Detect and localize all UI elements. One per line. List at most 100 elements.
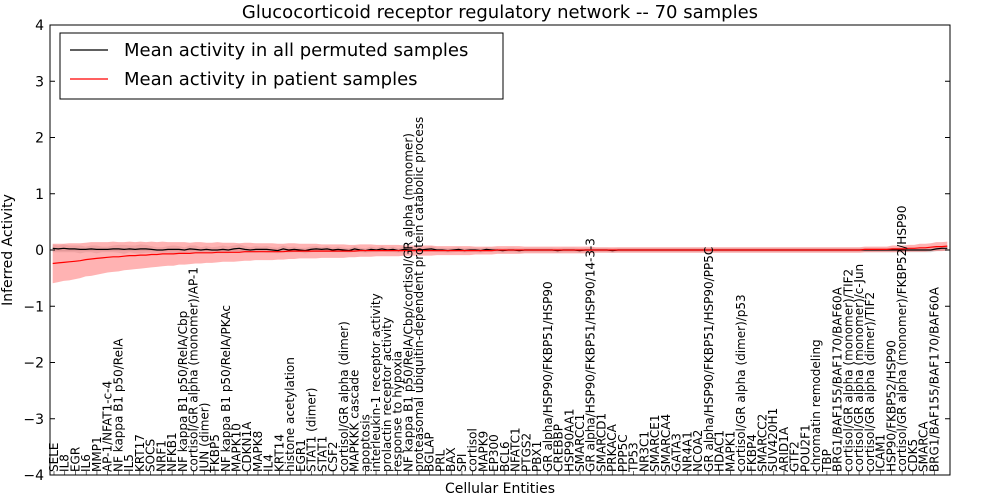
x-tick-label: MAPK8	[251, 431, 265, 472]
x-tick-label: GR alpha/HSP90/FKBP51/HSP90/PP5C	[702, 247, 716, 472]
y-tick-label: 4	[35, 18, 44, 34]
legend: Mean activity in all permuted samples Me…	[59, 32, 504, 100]
x-tick-label: STAT1	[315, 436, 329, 472]
x-tick-label: TBP	[820, 449, 834, 473]
x-tick-label: EGR	[69, 447, 83, 472]
x-tick-label: AP-1/NFAT1-c-4	[101, 381, 115, 472]
x-tick-label: CDK5	[906, 439, 920, 472]
x-tick-label: GTF2	[788, 441, 802, 472]
x-tick-label: MAPK10	[230, 423, 244, 472]
x-tick-label: SMARCE1	[648, 415, 662, 473]
x-tick-label: NRF1	[154, 440, 168, 472]
y-tick-label: −4	[23, 468, 44, 484]
x-tick-label: response to hypoxia	[391, 351, 405, 472]
x-tick-label: BGLAP	[423, 432, 437, 472]
x-tick-label: SPI	[455, 454, 469, 472]
x-tick-label: FKBP4	[745, 434, 759, 472]
x-tick-label: KRT17	[133, 434, 147, 472]
x-tick-label: SOCS	[144, 439, 158, 472]
x-tick-label: IL4	[262, 454, 276, 472]
x-tick-label: GR alpha/HSP90/FKBP51/HSP90	[541, 281, 555, 472]
x-tick-label: NFATC1	[509, 427, 523, 472]
x-tick-label: histone acetylation	[283, 357, 297, 472]
x-tick-label: PRL	[434, 449, 448, 472]
x-tick-label: ARID1A	[777, 426, 791, 472]
x-tick-label: POU2F1	[798, 424, 812, 472]
y-tick-label: −3	[23, 412, 44, 428]
y-tick-label: 2	[35, 131, 44, 147]
x-tick-label: CSF2	[326, 441, 340, 472]
x-tick-label: ICAM1	[874, 434, 888, 472]
x-tick-label: NCOA2	[691, 430, 705, 472]
x-tick-label: cortisol/GR alpha (monomer)/TIF2	[841, 269, 855, 472]
x-tick-label: NF kappa B1 p50/RelA	[111, 338, 125, 472]
x-tick-label: MAPK1	[723, 431, 737, 472]
x-tick-label: IL8	[58, 454, 72, 472]
x-tick-label: EGR1	[294, 439, 308, 472]
x-tick-label: NR3C1	[637, 431, 651, 472]
x-tick-label: NF kappa B1 p50/RelA/Cbp/cortisol/GR alp…	[401, 133, 415, 472]
x-tick-label: SUV420H1	[766, 408, 780, 472]
x-tick-label: proteasomal ubiquitin-dependent protein …	[412, 117, 426, 472]
x-tick-label: BAX	[444, 447, 458, 472]
x-axis-label: Cellular Entities	[445, 481, 555, 497]
x-tick-label: MAPKKK cascade	[348, 370, 362, 472]
x-tick-label: cortisol/GR alpha (monomer)/FKBP52/HSP90	[895, 206, 909, 473]
x-tick-label: CREBBP	[552, 424, 566, 472]
x-tick-label: CDKN1A	[240, 421, 254, 472]
legend-label-patient: Mean activity in patient samples	[124, 69, 418, 90]
x-tick-label: SMARCC2	[756, 414, 770, 472]
x-tick-label: HSP90AA1	[562, 408, 576, 472]
x-tick-label: prolactin receptor activity	[380, 317, 394, 472]
x-tick-label: BCL6	[498, 441, 512, 472]
x-tick-label: EP300	[487, 434, 501, 472]
y-axis-label: Inferred Activity	[0, 194, 16, 306]
x-tick-label: cortisol/GR alpha (dimer)	[337, 321, 351, 472]
x-tick-label: SMARCC1	[573, 414, 587, 472]
x-tick-label: BRG1/BAF155/BAF170/BAF60A	[927, 286, 941, 472]
patient-line	[52, 245, 948, 265]
x-tick-label: cortisol/GR alpha (monomer)/AP-1	[187, 267, 201, 472]
legend-box	[59, 32, 504, 100]
x-tick-label: HDAC1	[713, 430, 727, 472]
x-tick-label: KRT14	[272, 434, 286, 472]
x-tick-label: BRG1/BAF155/BAF170/BAF60A	[831, 286, 845, 472]
x-tick-label: NF kappa B1 p50/RelA/Cbp	[176, 311, 190, 472]
plot-area: −4−3−2−101234SELEIL8EGRIL6MMP1AP-1/NFAT1…	[23, 18, 950, 484]
x-tick-label: PPP5C	[616, 434, 630, 472]
x-tick-label: FKBP5	[208, 434, 222, 472]
x-tick-label: PBX1	[530, 441, 544, 472]
x-tick-label: MMP1	[90, 436, 104, 472]
legend-label-permuted: Mean activity in all permuted samples	[124, 40, 468, 61]
x-tick-label: JUN (dimer)	[197, 403, 211, 473]
x-tick-label: NFKB1	[165, 432, 179, 472]
y-tick-label: 0	[35, 243, 44, 259]
x-tick-label: cortisol/GR alpha (dimer)/p53	[734, 294, 748, 472]
x-tick-label: interleukin-1 receptor activity	[369, 293, 383, 472]
x-tick-label: cortisol	[466, 428, 480, 472]
y-tick-label: 1	[35, 187, 44, 203]
x-tick-label: SMARCA4	[659, 414, 673, 472]
x-tick-label: PRKACA	[605, 423, 619, 472]
x-tick-label: chromatin remodeling	[809, 339, 823, 472]
x-tick-label: PTGS2	[519, 433, 533, 472]
x-tick-label: NR4A1	[680, 431, 694, 472]
x-tick-label: SMARCA	[917, 421, 931, 472]
x-tick-label: cortisol/GR alpha (dimer)/TIF2	[863, 292, 877, 472]
x-tick-label: STAT1 (dimer)	[305, 388, 319, 472]
x-tick-label: IL5	[122, 454, 136, 472]
plot-frame	[49, 24, 951, 476]
x-tick-label: GR alpha/HSP90/FKBP51/HSP90/14-3-3	[584, 238, 598, 472]
y-tick-label: 3	[35, 74, 44, 90]
x-tick-label: TP53	[627, 442, 641, 473]
x-tick-label: IL6	[79, 454, 93, 472]
x-tick-label: GATA3	[670, 433, 684, 472]
x-tick-label: apoptosis	[358, 414, 372, 472]
x-tick-label: cortisol/GR alpha (monomer)/c-Jun	[852, 264, 866, 472]
x-tick-label: HSP90/FKBP52/HSP90	[884, 340, 898, 472]
y-tick-label: −1	[23, 299, 44, 315]
y-tick-label: −2	[23, 356, 44, 372]
x-tick-label: NF kappa B1 p50/RelA/PKAc	[219, 305, 233, 472]
